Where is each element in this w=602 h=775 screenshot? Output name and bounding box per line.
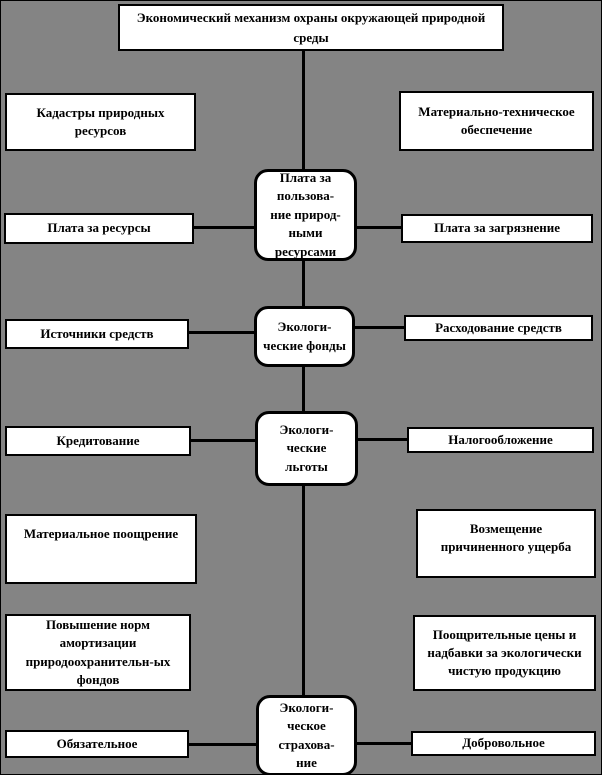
node-incentive-prices: Поощрительные цены и надбавки за экологи… (413, 615, 596, 691)
node-payment-for-resource-use: Плата за пользова- ние природ- ными ресу… (254, 169, 357, 261)
node-payment-for-resources: Плата за ресурсы (4, 213, 194, 244)
node-payment-for-pollution: Плата за загрязнение (401, 214, 593, 243)
node-economic-mechanism: Экономический механизм охраны окружающей… (118, 4, 504, 51)
node-ecological-funds: Экологи- ческие фонды (254, 306, 355, 367)
node-spending-of-funds: Расходование средств (404, 315, 593, 341)
node-ecological-benefits: Экологи- ческие льготы (255, 411, 358, 486)
node-depreciation-norms-increase: Повышение норм амортизации природоохрани… (5, 614, 191, 691)
node-crediting: Кредитование (5, 426, 191, 456)
node-natural-resource-cadastres: Кадастры природных ресурсов (5, 93, 196, 151)
connector-line (194, 226, 254, 229)
connector-line (189, 331, 254, 334)
node-voluntary: Добровольное (411, 731, 596, 756)
node-funding-sources: Источники средств (5, 319, 189, 349)
connector-line (189, 743, 256, 746)
connector-line (355, 326, 404, 329)
node-material-incentives: Материальное поощрение (5, 514, 197, 584)
connector-line (302, 486, 305, 695)
connector-line (302, 51, 305, 169)
node-material-technical-support: Материально-техническое обеспечение (399, 91, 594, 151)
connector-line (358, 438, 407, 441)
node-taxation: Налогообложение (407, 427, 594, 453)
node-ecological-insurance: Экологи- ческое страхова- ние (256, 695, 357, 774)
node-mandatory: Обязательное (5, 730, 189, 758)
connector-line (357, 742, 411, 745)
connector-line (302, 261, 305, 306)
connector-line (357, 226, 401, 229)
node-damage-compensation: Возмещение причиненного ущерба (416, 509, 596, 578)
connector-line (191, 439, 255, 442)
connector-line (302, 367, 305, 411)
